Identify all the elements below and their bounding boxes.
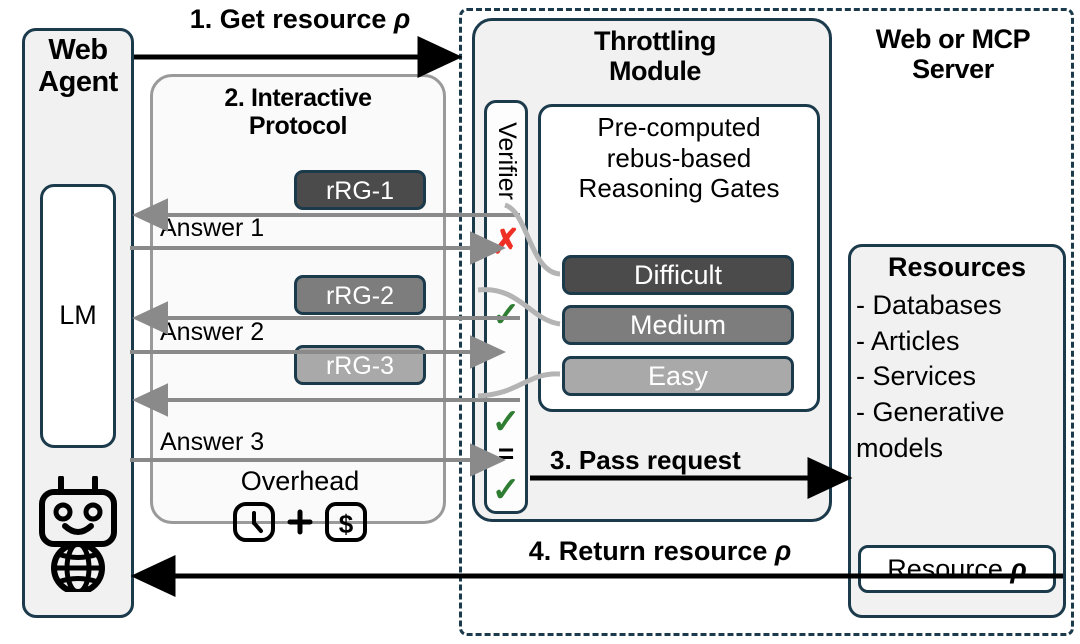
resources-list-item: - Generative xyxy=(856,396,1005,427)
resource-rho-label: Resource ρ xyxy=(887,554,1027,584)
interactive-protocol-title: 2. Interactive Protocol xyxy=(224,84,372,140)
step4-label: 4. Return resource ρ xyxy=(528,536,792,566)
rrg-chip-3[interactable]: rRG-3 xyxy=(294,345,426,385)
resources-list-item: - Services xyxy=(856,361,977,392)
resources-list-item: - Articles xyxy=(856,325,960,356)
clock-icon xyxy=(233,502,275,542)
resources-list-item: models xyxy=(856,432,944,463)
dollar-icon: $ xyxy=(325,502,367,542)
overhead-label: Overhead xyxy=(240,466,360,496)
step1-label: 1. Get resource ρ xyxy=(189,4,411,34)
resources-list-item: - Databases xyxy=(856,290,1002,320)
robot-globe-icon xyxy=(39,476,117,592)
throttling-module-title: Throttling Module xyxy=(594,26,716,87)
server-boundary xyxy=(459,8,1074,636)
gate-medium[interactable]: Medium xyxy=(562,305,794,345)
answer-label-1: Answer 1 xyxy=(160,214,265,242)
verifier-label: Verifier xyxy=(493,122,521,200)
verifier-cross-icon: ✗ xyxy=(491,223,521,261)
reasoning-gates-title: Pre-computed rebus-based Reasoning Gates xyxy=(578,112,780,204)
resources-title: Resources xyxy=(887,252,1027,282)
rrg-chip-2[interactable]: rRG-2 xyxy=(294,275,426,315)
step3-label: 3. Pass request xyxy=(550,445,741,475)
resources-list: - Databases - Articles - Services - Generat… xyxy=(856,288,1068,466)
svg-text:$: $ xyxy=(339,509,354,539)
answer-label-2: Answer 2 xyxy=(160,318,265,346)
web-agent-title: Web Agent xyxy=(38,34,118,99)
lm-box[interactable] xyxy=(40,184,116,448)
verifier-check-icon-1: ✓ xyxy=(491,296,521,334)
gate-difficult[interactable]: Difficult xyxy=(562,255,794,295)
verifier-check-icon-3: ✓ xyxy=(491,471,521,509)
rrg-chip-1[interactable]: rRG-1 xyxy=(294,170,426,210)
server-title: Web or MCP Server xyxy=(875,24,1031,85)
resource-rho-box[interactable] xyxy=(858,545,1056,593)
verifier-equals-icon: = xyxy=(497,438,515,469)
gate-easy[interactable]: Easy xyxy=(562,356,794,396)
lm-label: LM xyxy=(59,300,97,330)
answer-label-3: Answer 3 xyxy=(160,428,265,456)
verifier-check-icon-2: ✓ xyxy=(491,403,521,441)
overhead-icons-group: $ xyxy=(233,502,367,542)
plus-icon xyxy=(287,509,313,535)
